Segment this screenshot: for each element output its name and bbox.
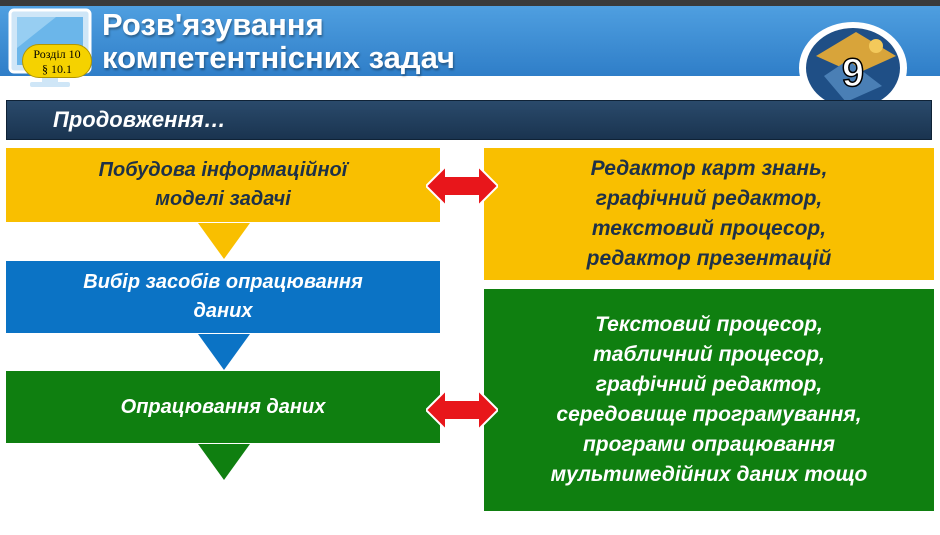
tools-model-label: Редактор карт знань, графічний редактор,…	[586, 157, 832, 270]
section-badge: Розділ 10 § 10.1	[22, 44, 92, 78]
step-process-data-label: Опрацювання даних	[120, 395, 326, 418]
double-arrow-icon	[426, 164, 498, 208]
slide-header	[0, 6, 940, 76]
grade-logo-icon: 9	[799, 22, 907, 114]
slide-title: Розв'язування компетентнісних задач	[102, 7, 456, 75]
double-arrow-icon-lower	[426, 388, 498, 432]
down-arrow-green-icon	[198, 444, 250, 480]
grade-number: 9	[842, 51, 864, 95]
step-build-model: Побудова інформаційної моделі задачі	[6, 148, 440, 222]
step-choose-tools-label: Вибір засобів опрацювання даних	[83, 271, 363, 322]
subheader-bar: Продовження…	[6, 100, 932, 140]
tools-processing-label: Текстовий процесор, табличний процесор, …	[550, 313, 868, 486]
tools-model-box: Редактор карт знань, графічний редактор,…	[484, 148, 934, 280]
down-arrow-blue-icon	[198, 334, 250, 370]
header-spacer	[0, 76, 940, 98]
down-arrow-yellow-icon	[198, 223, 250, 259]
step-choose-tools: Вибір засобів опрацювання даних	[6, 261, 440, 333]
tools-processing-box: Текстовий процесор, табличний процесор, …	[484, 289, 934, 511]
step-process-data: Опрацювання даних	[6, 371, 440, 443]
step-build-model-label: Побудова інформаційної моделі задачі	[98, 159, 348, 210]
top-bar	[0, 0, 940, 6]
subheader-text: Продовження…	[53, 107, 226, 132]
